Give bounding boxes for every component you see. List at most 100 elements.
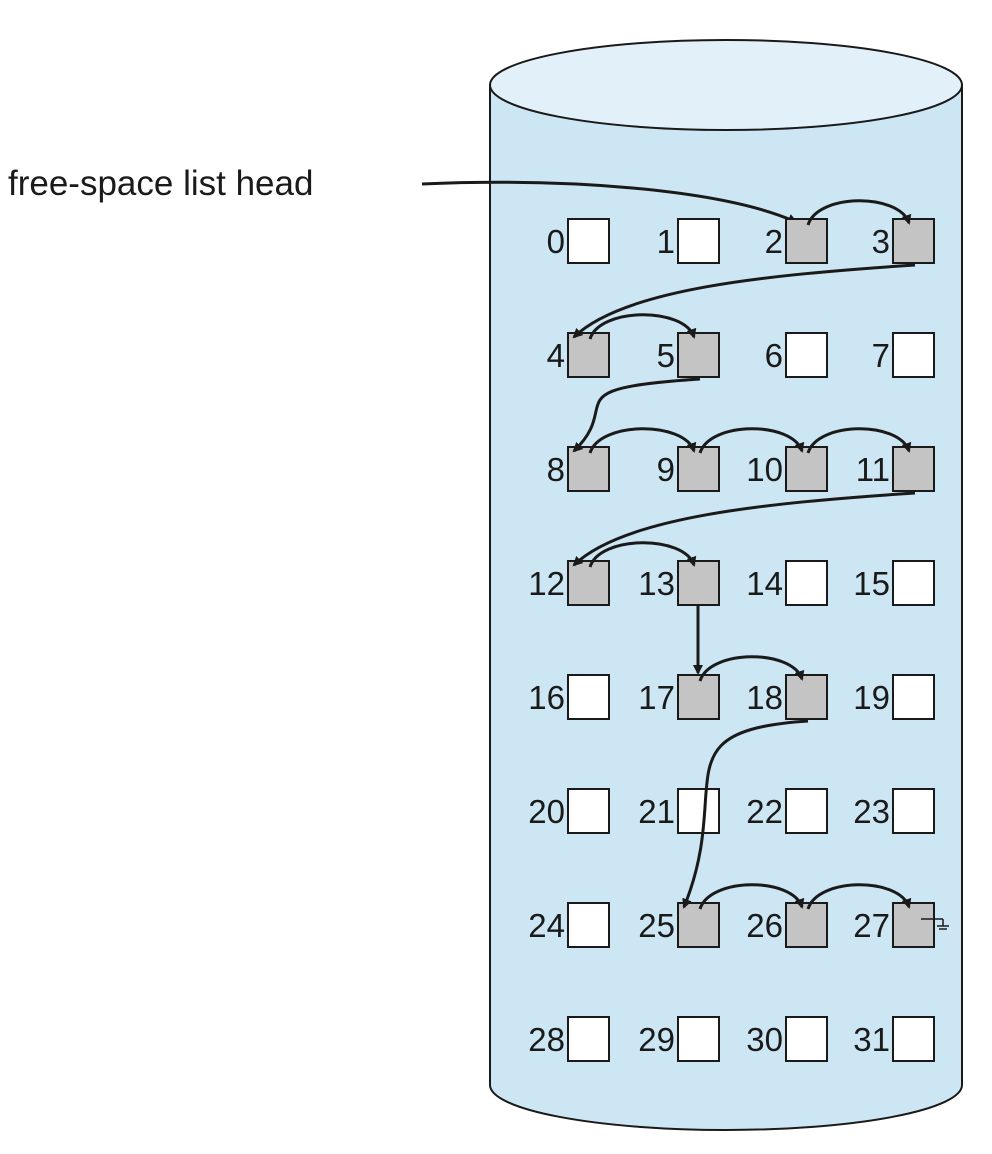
disk-block: 13 bbox=[638, 560, 720, 606]
allocated-block-box bbox=[677, 788, 720, 834]
free-block-box bbox=[677, 560, 720, 606]
free-list-link-arrow bbox=[588, 427, 697, 454]
allocated-block-box bbox=[892, 560, 935, 606]
disk-block: 24 bbox=[528, 902, 610, 948]
block-number-label: 3 bbox=[872, 223, 890, 260]
block-number-label: 8 bbox=[547, 451, 565, 488]
block-number-label: 15 bbox=[853, 565, 890, 602]
disk-block: 5 bbox=[657, 332, 720, 378]
free-block-box bbox=[567, 446, 610, 492]
disk-block: 18 bbox=[746, 674, 828, 720]
block-number-label: 10 bbox=[746, 451, 783, 488]
free-list-link-arrow bbox=[588, 313, 697, 340]
free-block-box bbox=[892, 218, 935, 264]
free-list-link-arrow bbox=[572, 263, 916, 339]
disk-block: 20 bbox=[528, 788, 610, 834]
disk-block: 6 bbox=[765, 332, 828, 378]
free-list-link-arrow bbox=[572, 377, 701, 453]
disk-block: 1 bbox=[657, 218, 720, 264]
free-list-link-arrow bbox=[698, 655, 805, 682]
disk-block: 28 bbox=[528, 1016, 610, 1062]
block-number-label: 2 bbox=[765, 223, 783, 260]
free-block-box bbox=[892, 446, 935, 492]
disk-block: 8 bbox=[547, 446, 610, 492]
allocated-block-box bbox=[892, 788, 935, 834]
block-number-label: 26 bbox=[746, 907, 783, 944]
free-list-link-arrow bbox=[588, 541, 697, 568]
block-number-label: 0 bbox=[547, 223, 565, 260]
block-number-label: 29 bbox=[638, 1021, 675, 1058]
free-block-box bbox=[677, 674, 720, 720]
free-block-box bbox=[785, 902, 828, 948]
allocated-block-box bbox=[567, 1016, 610, 1062]
free-block-box bbox=[567, 560, 610, 606]
block-number-label: 12 bbox=[528, 565, 565, 602]
block-number-label: 31 bbox=[853, 1021, 890, 1058]
disk-block: 23 bbox=[853, 788, 935, 834]
block-number-label: 28 bbox=[528, 1021, 565, 1058]
disk-block: 4 bbox=[547, 332, 610, 378]
allocated-block-box bbox=[677, 1016, 720, 1062]
block-number-label: 6 bbox=[765, 337, 783, 374]
disk-block: 2 bbox=[765, 218, 828, 264]
disk-block: 14 bbox=[746, 560, 828, 606]
allocated-block-box bbox=[785, 332, 828, 378]
allocated-block-box bbox=[892, 332, 935, 378]
disk-block: 21 bbox=[638, 788, 720, 834]
disk-block: 19 bbox=[853, 674, 935, 720]
block-number-label: 22 bbox=[746, 793, 783, 830]
disk-block: 9 bbox=[657, 446, 720, 492]
disk-block: 27 bbox=[853, 902, 935, 948]
block-number-label: 13 bbox=[638, 565, 675, 602]
disk-block: 17 bbox=[638, 674, 720, 720]
block-number-label: 17 bbox=[638, 679, 675, 716]
cylinder-top bbox=[489, 39, 963, 131]
disk-block: 3 bbox=[872, 218, 935, 264]
free-block-box bbox=[567, 332, 610, 378]
free-block-box bbox=[785, 674, 828, 720]
disk-block: 25 bbox=[638, 902, 720, 948]
free-list-links bbox=[572, 199, 949, 930]
block-number-label: 19 bbox=[853, 679, 890, 716]
free-block-box bbox=[677, 332, 720, 378]
block-number-label: 1 bbox=[657, 223, 675, 260]
free-list-link-arrow bbox=[806, 883, 912, 910]
disk-block: 11 bbox=[856, 446, 935, 492]
allocated-block-box bbox=[785, 560, 828, 606]
disk-block: 31 bbox=[853, 1016, 935, 1062]
block-number-label: 5 bbox=[657, 337, 675, 374]
disk-block: 16 bbox=[528, 674, 610, 720]
free-block-box bbox=[677, 446, 720, 492]
block-number-label: 27 bbox=[853, 907, 890, 944]
disk-block: 12 bbox=[528, 560, 610, 606]
block-number-label: 20 bbox=[528, 793, 565, 830]
block-number-label: 11 bbox=[856, 451, 890, 488]
block-number-label: 9 bbox=[657, 451, 675, 488]
disk-block: 7 bbox=[872, 332, 935, 378]
allocated-block-box bbox=[567, 218, 610, 264]
free-list-link-arrow bbox=[682, 719, 809, 909]
disk-block: 10 bbox=[746, 446, 828, 492]
block-number-label: 18 bbox=[746, 679, 783, 716]
disk-block: 15 bbox=[853, 560, 935, 606]
disk-block: 0 bbox=[547, 218, 610, 264]
allocated-block-box bbox=[567, 788, 610, 834]
block-number-label: 30 bbox=[746, 1021, 783, 1058]
free-list-link-arrow bbox=[698, 883, 805, 910]
free-list-link-arrow bbox=[698, 427, 805, 454]
null-terminator-icon bbox=[921, 918, 949, 930]
disk-block: 30 bbox=[746, 1016, 828, 1062]
free-list-link-arrow bbox=[806, 199, 912, 226]
block-number-label: 4 bbox=[547, 337, 565, 374]
allocated-block-box bbox=[892, 674, 935, 720]
block-number-label: 14 bbox=[746, 565, 783, 602]
block-number-label: 23 bbox=[853, 793, 890, 830]
allocated-block-box bbox=[567, 902, 610, 948]
free-list-link-arrow bbox=[806, 427, 912, 454]
disk-block: 22 bbox=[746, 788, 828, 834]
disk-block: 26 bbox=[746, 902, 828, 948]
free-block-box bbox=[892, 902, 935, 948]
free-block-box bbox=[785, 218, 828, 264]
